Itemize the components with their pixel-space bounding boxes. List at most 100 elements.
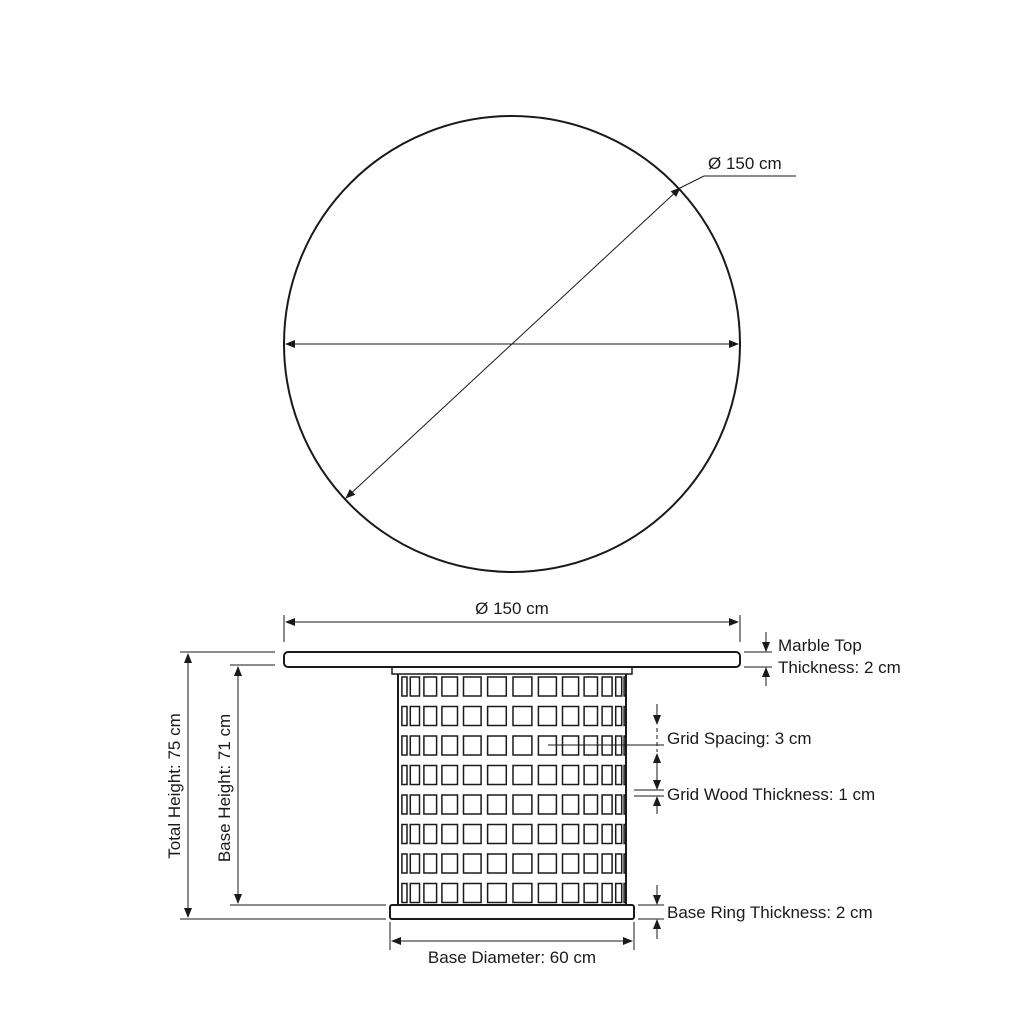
base-diameter-label: Base Diameter: 60 cm [428, 948, 596, 967]
grid-cell [601, 882, 613, 904]
grid-cell [423, 735, 438, 756]
grid-cell [512, 853, 533, 874]
grid-cell [512, 705, 533, 727]
grid-cell [614, 853, 623, 874]
grid-cell [512, 764, 533, 786]
grid-cell [601, 823, 613, 845]
grid-cell [409, 676, 421, 697]
base-ring-label: Base Ring Thickness: 2 cm [667, 903, 873, 922]
grid-cell [462, 853, 482, 874]
grid-cell [423, 882, 438, 904]
grid-cell [486, 676, 508, 697]
grid-cell [623, 823, 627, 845]
grid-cell [401, 882, 408, 904]
total-height-label: Total Height: 75 cm [165, 713, 184, 859]
grid-cell [462, 823, 482, 845]
grid-cell [409, 823, 421, 845]
grid-cell [623, 794, 627, 815]
grid-cell [601, 794, 613, 815]
grid-cell [537, 882, 558, 904]
grid-cell [462, 735, 482, 756]
grid-cell [601, 676, 613, 697]
grid-cell [623, 764, 627, 786]
grid-cell [561, 794, 580, 815]
grid-cell [441, 676, 459, 697]
grid-cell [623, 705, 627, 727]
grid-cell [423, 676, 438, 697]
grid-cell [512, 882, 533, 904]
grid-cell [601, 764, 613, 786]
grid-cell [512, 823, 533, 845]
grid-cell [623, 853, 627, 874]
grid-cell [486, 764, 508, 786]
grid-cell [401, 794, 408, 815]
grid-cell [423, 764, 438, 786]
grid-cell [441, 764, 459, 786]
grid-cell [512, 794, 533, 815]
grid-cell [561, 853, 580, 874]
grid-cell [462, 705, 482, 727]
grid-cell [486, 853, 508, 874]
grid-cell [583, 764, 599, 786]
base-top-plate [391, 666, 633, 675]
base-height-label: Base Height: 71 cm [215, 714, 234, 862]
grid-cell [583, 882, 599, 904]
grid-cell [409, 764, 421, 786]
grid-cell [614, 705, 623, 727]
grid-cell [561, 676, 580, 697]
grid-wood-thickness-label: Grid Wood Thickness: 1 cm [667, 785, 875, 804]
grid-cell [409, 853, 421, 874]
grid-cell [401, 735, 408, 756]
grid-cell [441, 823, 459, 845]
marble-top-label-line2: Thickness: 2 cm [778, 658, 901, 677]
grid-cell [486, 823, 508, 845]
grid-cell [441, 853, 459, 874]
grid-cell [512, 676, 533, 697]
grid-cell [486, 735, 508, 756]
grid-cell [423, 853, 438, 874]
top-diameter-label: Ø 150 cm [708, 154, 782, 173]
grid-cell [614, 794, 623, 815]
grid-cell [462, 764, 482, 786]
grid-cell [409, 705, 421, 727]
grid-cell [561, 764, 580, 786]
grid-cell [401, 676, 408, 697]
grid-cell [409, 735, 421, 756]
grid-cell [614, 676, 623, 697]
grid-cell [614, 823, 623, 845]
grid-cell [423, 705, 438, 727]
grid-cell [614, 882, 623, 904]
grid-cell [462, 882, 482, 904]
top-width-label: Ø 150 cm [475, 599, 549, 618]
grid-cell [583, 794, 599, 815]
marble-top-slab [283, 651, 741, 668]
grid-cell [486, 705, 508, 727]
grid-cell [441, 794, 459, 815]
grid-cell [409, 882, 421, 904]
grid-cell [561, 823, 580, 845]
grid-cell [601, 853, 613, 874]
grid-cell [537, 764, 558, 786]
base-ring [389, 904, 635, 920]
grid-cell [561, 705, 580, 727]
grid-cells [401, 676, 627, 904]
grid-cell [441, 882, 459, 904]
grid-cell [512, 735, 533, 756]
grid-cell [583, 853, 599, 874]
grid-cell [486, 794, 508, 815]
grid-cell [583, 676, 599, 697]
grid-cell [537, 676, 558, 697]
marble-top-label-line1: Marble Top [778, 636, 862, 655]
grid-cell [441, 735, 459, 756]
diagonal-diameter-line [345, 187, 681, 499]
grid-cell [462, 676, 482, 697]
grid-cell [623, 882, 627, 904]
grid-cell [601, 705, 613, 727]
diameter-leader-line [679, 175, 705, 189]
grid-cell [561, 882, 580, 904]
grid-cell [401, 764, 408, 786]
grid-cell [423, 823, 438, 845]
side-view [180, 615, 772, 950]
